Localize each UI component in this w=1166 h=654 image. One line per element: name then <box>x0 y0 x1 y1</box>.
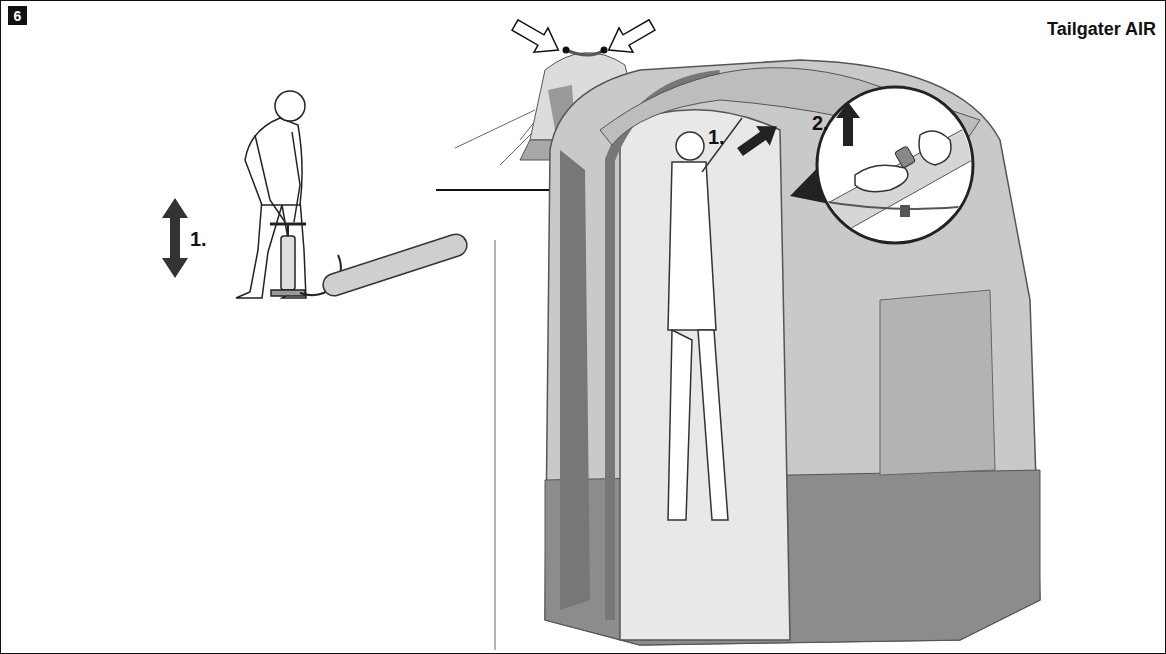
main-tent <box>545 60 1040 645</box>
air-beam-tube <box>320 231 469 298</box>
detail-callout <box>790 87 990 243</box>
pumping-person <box>281 236 295 290</box>
detail-callout <box>815 120 990 240</box>
main-tent <box>880 290 995 475</box>
detail-callout <box>815 120 990 240</box>
step-number-label: 2. <box>812 112 829 134</box>
overview-tent <box>601 47 608 54</box>
main-tent <box>668 118 742 520</box>
step-number-label: 1. <box>190 228 207 250</box>
detail-callout <box>919 131 951 165</box>
page-title: Tailgater AIR <box>1047 20 1156 40</box>
overview-tent <box>602 13 659 62</box>
overview-tent <box>508 13 565 62</box>
air-beam-tube <box>320 231 469 298</box>
pumping-person <box>255 135 285 222</box>
detail-callout <box>894 146 915 169</box>
main-tent <box>676 132 704 160</box>
main-tent <box>702 118 742 172</box>
step-number-label: 1. <box>708 126 725 148</box>
step-arrow <box>733 116 784 161</box>
pumping-person <box>236 91 341 298</box>
pumping-person <box>245 118 302 205</box>
overview-tent <box>563 47 570 54</box>
pumping-person <box>292 132 300 222</box>
detail-callout <box>815 200 980 209</box>
pumping-person <box>271 290 305 296</box>
main-tent <box>620 110 790 640</box>
step-number-box: 6 <box>8 6 27 25</box>
main-tent <box>668 330 692 520</box>
pumping-person <box>275 91 305 121</box>
overview-tent <box>566 50 604 55</box>
step-number: 6 <box>14 9 22 23</box>
pump-arrow <box>162 198 188 278</box>
main-tent <box>560 150 590 610</box>
detail-callout <box>836 102 860 146</box>
divider-line <box>495 240 496 650</box>
detail-callout <box>900 205 910 217</box>
main-tent <box>545 60 1040 645</box>
main-tent <box>698 330 728 520</box>
divider-line <box>494 240 496 650</box>
detail-callout <box>855 165 908 191</box>
step-arrow <box>733 116 784 161</box>
pumping-person <box>287 224 289 236</box>
pump-arrow <box>162 198 188 278</box>
main-tent <box>668 162 716 330</box>
